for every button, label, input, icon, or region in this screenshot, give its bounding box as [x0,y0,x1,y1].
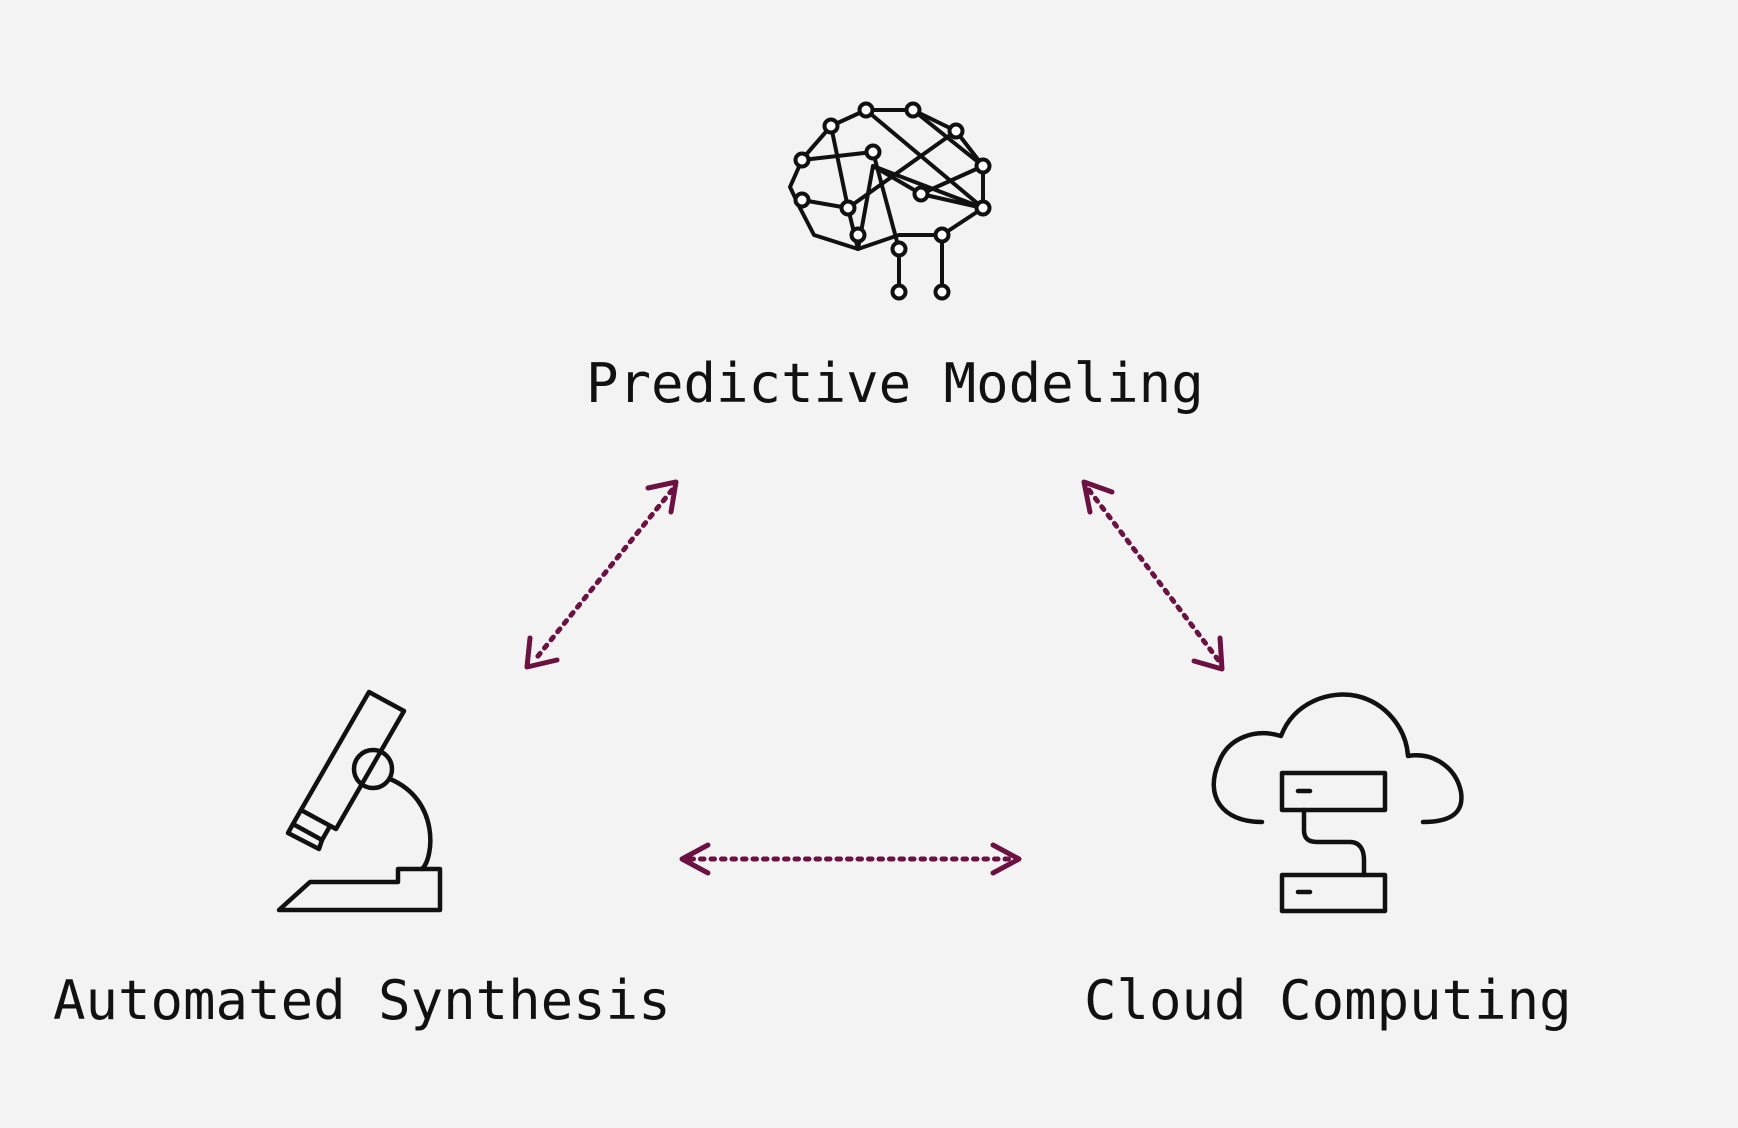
automated-synthesis-label: Automated Synthesis [53,969,671,1032]
predictive-modeling-label: Predictive Modeling [586,352,1204,415]
cloud-computing-label: Cloud Computing [1084,969,1572,1032]
